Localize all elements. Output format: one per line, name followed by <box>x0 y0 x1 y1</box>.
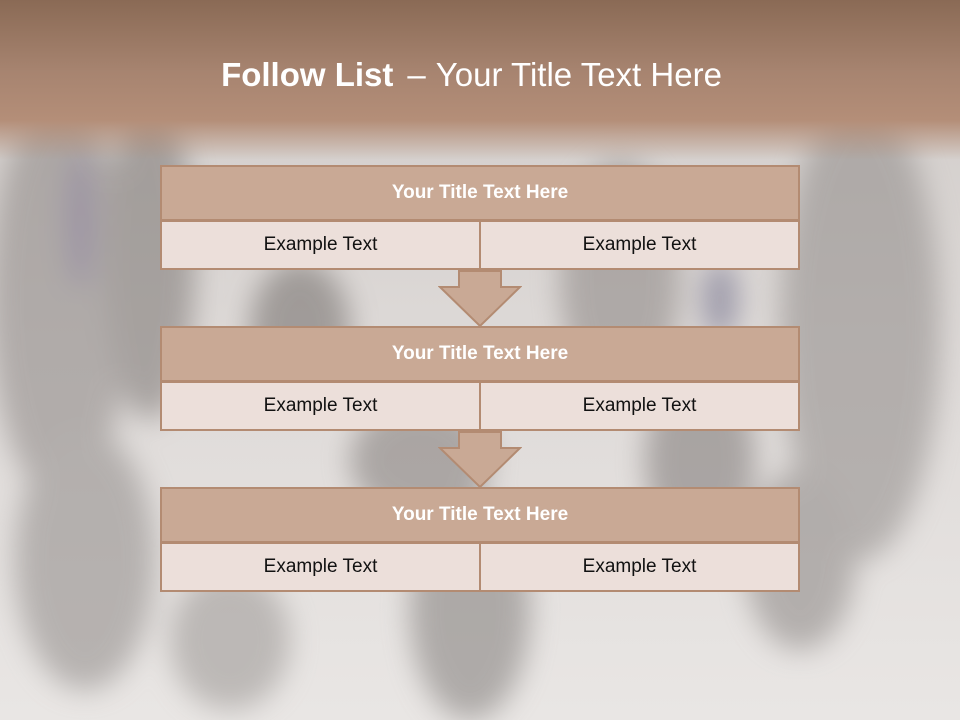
follow-block-1: Your Title Text Here Example Text Exampl… <box>160 165 800 270</box>
down-arrow-icon <box>438 270 522 328</box>
block-cell-right: Example Text <box>479 381 800 431</box>
block-row: Example Text Example Text <box>160 542 800 592</box>
block-row: Example Text Example Text <box>160 220 800 270</box>
title-bold-part: Follow List <box>221 56 394 93</box>
block-header: Your Title Text Here <box>160 165 800 221</box>
title-band <box>0 0 960 160</box>
block-cell-left: Example Text <box>160 381 481 431</box>
block-header: Your Title Text Here <box>160 487 800 543</box>
title-rest-part: Your Title Text Here <box>435 56 722 93</box>
block-cell-left: Example Text <box>160 542 481 592</box>
slide-title: Follow List–Your Title Text Here <box>0 52 943 98</box>
block-cell-left: Example Text <box>160 220 481 270</box>
follow-block-3: Your Title Text Here Example Text Exampl… <box>160 487 800 592</box>
follow-block-2: Your Title Text Here Example Text Exampl… <box>160 326 800 431</box>
block-cell-right: Example Text <box>479 220 800 270</box>
block-header: Your Title Text Here <box>160 326 800 382</box>
block-row: Example Text Example Text <box>160 381 800 431</box>
down-arrow-icon <box>438 431 522 489</box>
block-cell-right: Example Text <box>479 542 800 592</box>
title-dash: – <box>407 56 426 93</box>
